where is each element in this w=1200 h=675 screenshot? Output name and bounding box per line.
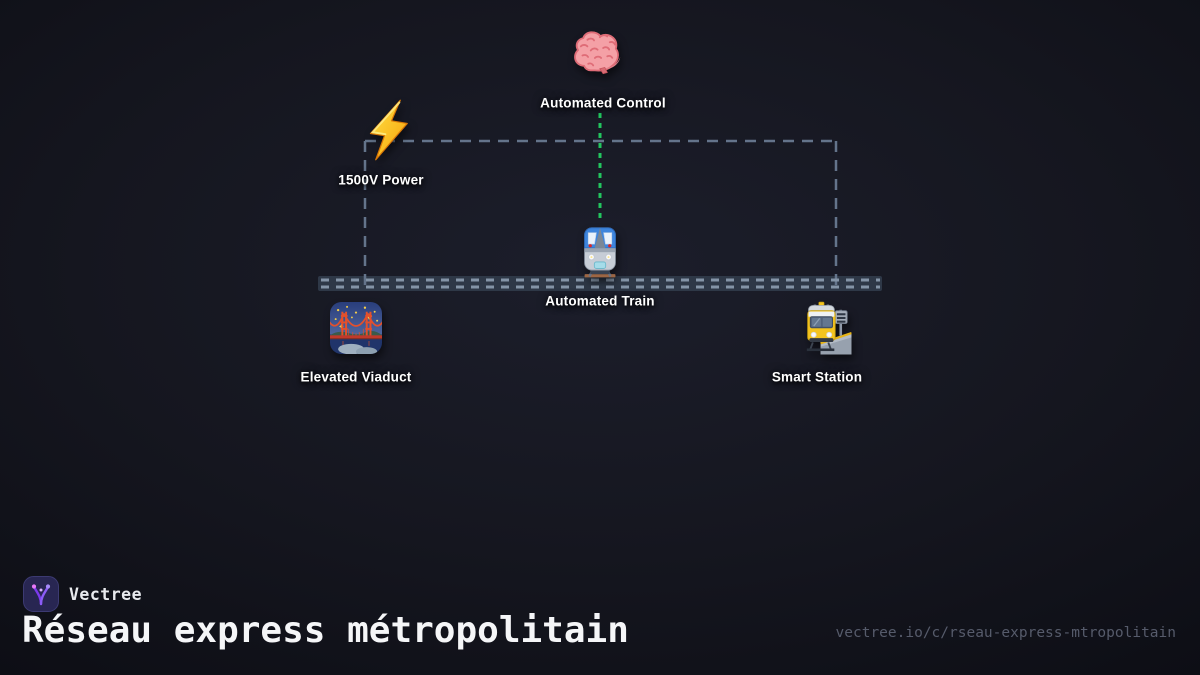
share-url: vectree.io/c/rseau-express-mtropolitain <box>835 625 1176 641</box>
brand-name: Vectree <box>69 584 143 604</box>
brand-row: Vectree <box>23 576 142 612</box>
station-icon[interactable] <box>797 300 852 355</box>
train-icon[interactable] <box>574 226 626 280</box>
node-label-smart-station: Smart Station <box>771 369 863 385</box>
node-label-1500v-power: 1500V Power <box>338 172 424 188</box>
lightning-icon[interactable] <box>360 98 416 162</box>
bridge-night-icon[interactable] <box>330 302 382 354</box>
node-label-automated-control: Automated Control <box>540 95 666 111</box>
node-label-elevated-viaduct: Elevated Viaduct <box>300 369 412 385</box>
page-title: Réseau express métropolitain <box>22 610 629 651</box>
brain-icon[interactable] <box>573 29 626 77</box>
vectree-logo-icon <box>23 576 59 612</box>
node-label-automated-train: Automated Train <box>545 293 655 309</box>
